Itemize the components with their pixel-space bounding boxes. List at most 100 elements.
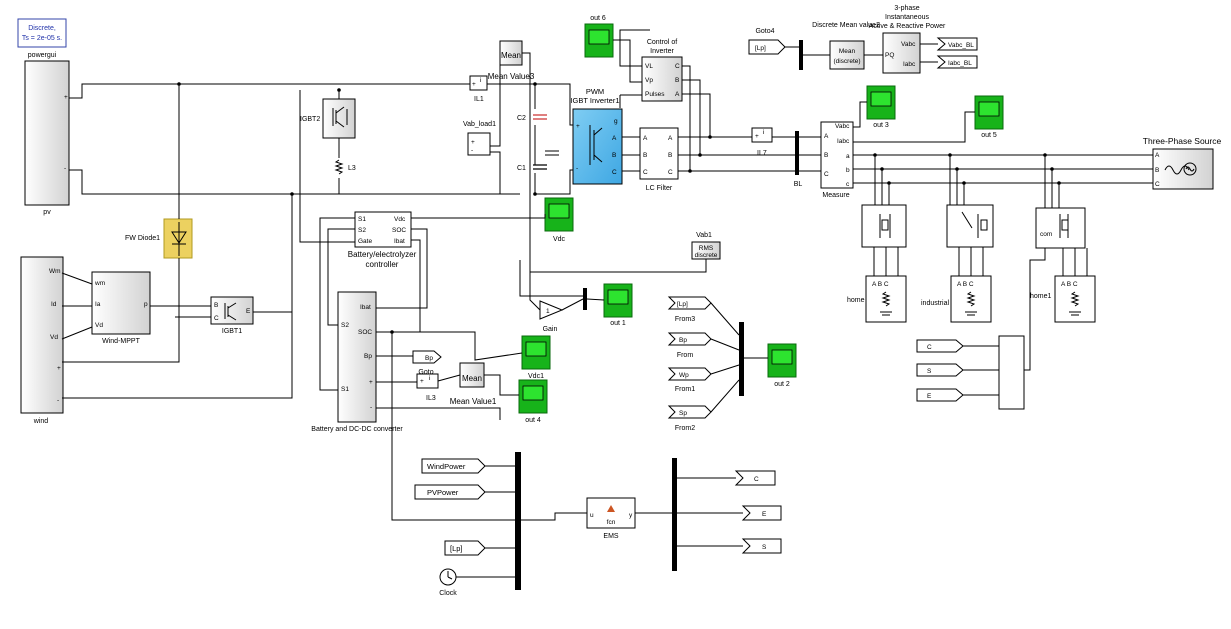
goto-bp[interactable]: Bp <box>412 350 442 364</box>
from3-lp[interactable]: [Lp] <box>667 296 712 310</box>
lc-filter-block[interactable]: A B C A B C <box>639 127 679 180</box>
from-c[interactable]: C <box>916 339 964 353</box>
capacitor-small[interactable] <box>545 150 559 156</box>
capacitor-c1[interactable] <box>533 164 547 170</box>
wind-block[interactable]: Wm Id Vd + - <box>20 256 64 414</box>
load-industrial-label: industrial <box>921 300 949 307</box>
goto-bp-label: Goto <box>418 369 433 376</box>
from1-wp[interactable]: Wp <box>667 367 712 381</box>
demux-ems-out[interactable] <box>672 458 677 571</box>
bconv-port-plus: + <box>369 379 373 386</box>
load-home1[interactable]: A B C <box>1054 275 1096 323</box>
from-iabc-bl[interactable]: Iabc_BL <box>936 55 978 69</box>
mux-out1[interactable] <box>583 288 587 310</box>
bctrl-port-soc: SOC <box>392 227 406 234</box>
three-phase-source-label: Three-Phase Source <box>1143 136 1222 146</box>
measure-port-iabc: Iabc <box>837 138 850 145</box>
inductor-l3[interactable] <box>334 159 344 175</box>
svg-text:+: + <box>64 94 68 101</box>
from-s[interactable]: S <box>916 363 964 377</box>
from-bp-tag: Bp <box>679 337 687 344</box>
battery-controller-block[interactable]: S1 S2 Gate Vdc SOC Ibat <box>354 211 412 248</box>
power3ph-block[interactable]: Vabc Iabc PQ <box>882 32 921 74</box>
junctions <box>177 82 1061 334</box>
from-bp[interactable]: Bp <box>667 332 712 346</box>
from2-sp[interactable]: Sp <box>667 405 712 419</box>
scope-out6[interactable] <box>584 23 614 58</box>
goto-c[interactable]: C <box>734 470 776 486</box>
mean-value1-label: Mean Value1 <box>450 397 497 406</box>
goto-s[interactable]: S <box>741 538 782 554</box>
from-e[interactable]: E <box>916 388 964 402</box>
scope-out2[interactable] <box>767 343 797 378</box>
bl-bus[interactable] <box>795 131 799 175</box>
svg-text:i: i <box>429 375 430 382</box>
goto-e[interactable]: E <box>741 505 782 521</box>
breaker-home1[interactable]: com <box>1035 207 1086 249</box>
clock-label: Clock <box>439 590 457 597</box>
bconv-port-ibat: Ibat <box>360 304 371 311</box>
igbt1-block[interactable]: B C E <box>210 296 254 325</box>
from-windpower[interactable]: WindPower <box>421 458 486 474</box>
mux-ems-in[interactable] <box>515 452 521 590</box>
scope-vdc1[interactable] <box>521 335 551 370</box>
mean-value2-label-top: Discrete Mean value2 <box>812 22 880 29</box>
fw-diode-block[interactable] <box>163 218 193 259</box>
load-home[interactable]: A B C <box>865 275 907 323</box>
current-meter-il3[interactable]: + i <box>416 373 439 389</box>
capacitor-c2[interactable] <box>533 114 547 120</box>
svg-text:-: - <box>64 165 66 172</box>
from-vabc-bl[interactable]: Vabc_BL <box>936 37 978 51</box>
control-of-inverter-block[interactable]: VL Vp Pulses C B A <box>641 56 683 102</box>
power3ph-port-iabc: Iabc <box>903 61 916 68</box>
three-phase-source-block[interactable]: A B C <box>1152 148 1214 190</box>
switch-logic-block[interactable] <box>998 335 1025 410</box>
mean-value3-block[interactable]: Mean <box>499 40 523 66</box>
mean-value1-block[interactable]: Mean <box>459 362 485 388</box>
from-s-tag: S <box>927 368 932 375</box>
from-lp-ems[interactable]: [Lp] <box>444 540 486 556</box>
ems-fcn-block[interactable]: u y fcn <box>586 497 636 529</box>
from-pvpower[interactable]: PVPower <box>414 484 486 500</box>
scope-out5[interactable] <box>974 95 1004 130</box>
mux-out2[interactable] <box>739 322 744 396</box>
out4-label: out 4 <box>525 417 541 424</box>
il7-label: IL7 <box>757 150 767 157</box>
ems-port-y: y <box>629 512 633 519</box>
igbt1-port-c: C <box>214 315 219 322</box>
breaker-industrial[interactable] <box>946 204 994 248</box>
pvpower-tag: PVPower <box>427 488 459 497</box>
svg-text:A B C: A B C <box>1061 281 1078 288</box>
igbt2-block[interactable] <box>322 98 356 139</box>
clock-block[interactable] <box>439 568 457 586</box>
scope-vdc[interactable] <box>544 197 574 232</box>
scope-out3[interactable] <box>866 85 896 120</box>
power3ph-title2: Instantaneous <box>885 14 929 21</box>
current-meter-il7[interactable]: + i <box>751 127 773 143</box>
pv-block[interactable]: + - <box>24 60 70 206</box>
out6-label: out 6 <box>590 15 606 22</box>
discrete-mean-value2-block[interactable]: Mean (discrete) <box>829 40 865 70</box>
scope-out4[interactable] <box>518 379 548 414</box>
gain-block[interactable]: 1 <box>539 300 564 320</box>
load-industrial[interactable]: A B C <box>950 275 992 323</box>
breaker-home[interactable] <box>861 204 907 248</box>
wind-mppt-block[interactable]: wm Ia Vd p <box>91 271 151 335</box>
scope-out1[interactable] <box>603 283 633 318</box>
vdc1-scope-label: Vdc1 <box>528 373 544 380</box>
powergui-line2: Ts = 2e-05 s. <box>22 35 62 42</box>
lp-ems-tag: [Lp] <box>450 544 463 553</box>
powergui-block[interactable]: Discrete, Ts = 2e-05 s. <box>17 18 67 48</box>
svg-text:i: i <box>763 129 764 136</box>
ctrl-port-a: A <box>675 91 680 98</box>
voltage-meter-vab-load1[interactable]: + - <box>467 132 491 156</box>
lc-port-a-out: A <box>668 135 673 142</box>
demux-lp[interactable] <box>799 40 803 70</box>
goto4-block[interactable]: [Lp] <box>748 39 786 55</box>
rms-block[interactable]: RMS discrete <box>691 241 721 260</box>
from-iabc-bl-tag: Iabc_BL <box>948 60 972 67</box>
current-meter-il1[interactable]: + i <box>469 75 488 91</box>
battery-converter-block[interactable]: S2 S1 Ibat SOC Bp + - <box>337 291 377 423</box>
pwm-igbt-inverter-block[interactable]: g + - A B C <box>572 108 623 185</box>
measure-block[interactable]: A B C Vabc Iabc a b c <box>820 121 854 189</box>
